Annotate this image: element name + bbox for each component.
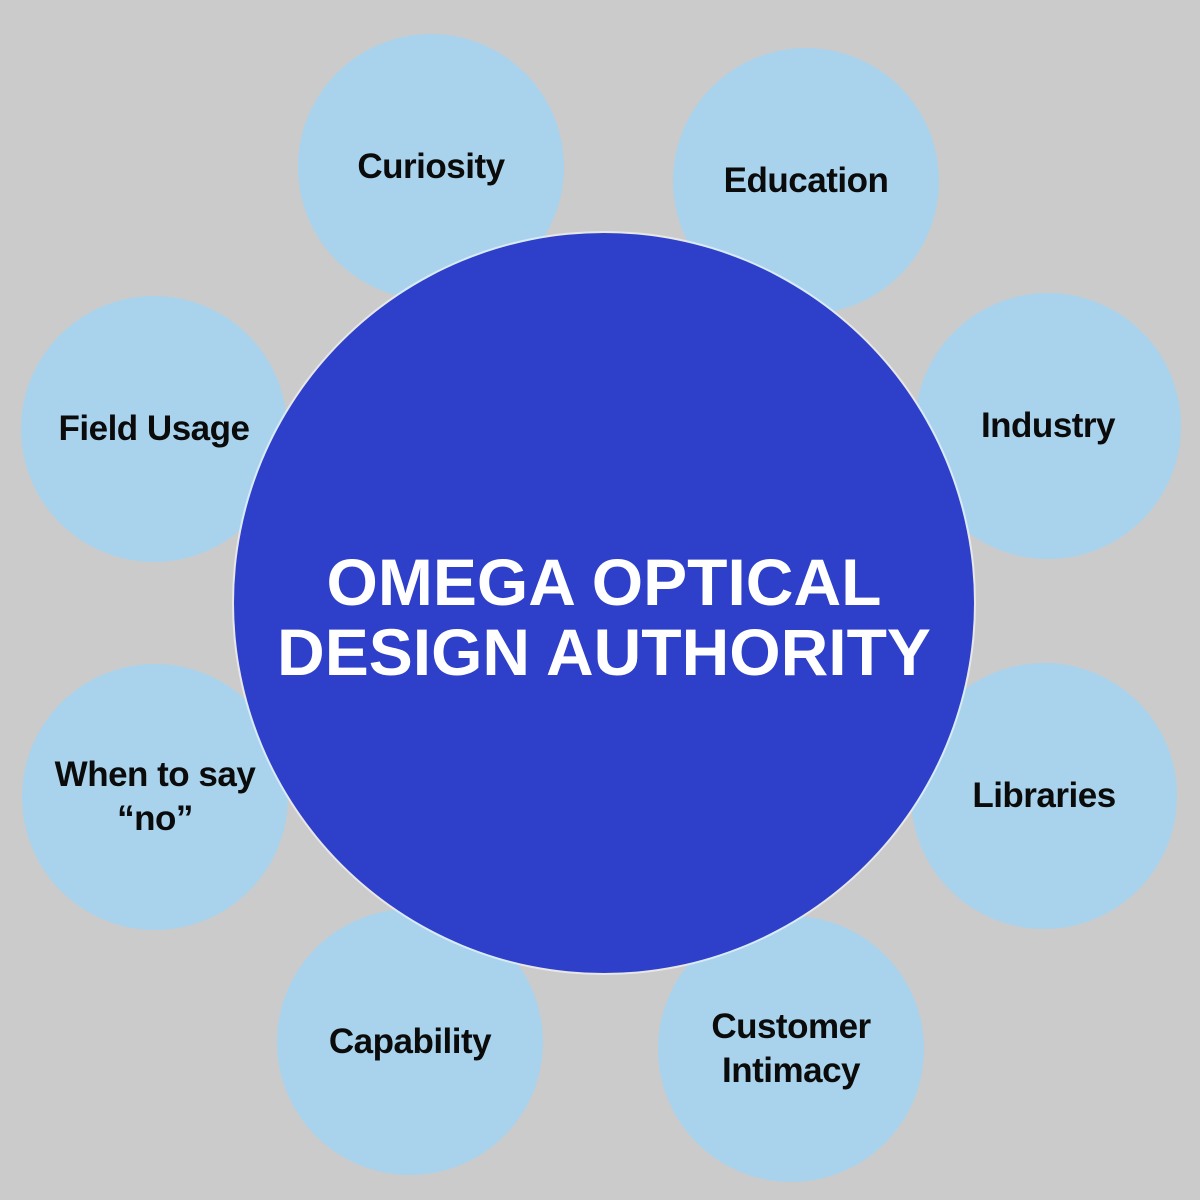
satellite-circle-customer-intimacy: Customer Intimacy — [658, 916, 924, 1182]
satellite-circle-curiosity: Curiosity — [298, 34, 564, 300]
center-title-line-2: DESIGN AUTHORITY — [277, 615, 931, 689]
satellite-label-industry: Industry — [980, 405, 1116, 445]
center-title-line-1: OMEGA OPTICAL — [326, 545, 882, 619]
satellite-circle-when-to-say-no: When to say “no” — [22, 664, 288, 930]
center-title: OMEGA OPTICAL DESIGN AUTHORITY — [277, 547, 931, 687]
satellite-label-field-usage: Field Usage — [58, 408, 250, 448]
satellite-label-customer-intimacy: Customer Intimacy — [711, 1006, 871, 1090]
satellite-label-curiosity: Curiosity — [357, 146, 505, 186]
satellite-label-libraries: Libraries — [972, 775, 1116, 815]
satellite-circle-field-usage: Field Usage — [21, 296, 287, 562]
center-circle: OMEGA OPTICAL DESIGN AUTHORITY — [234, 233, 974, 973]
satellite-label-capability: Capability — [328, 1021, 492, 1061]
satellite-label-education: Education — [723, 160, 889, 200]
satellite-label-when-to-say-no: When to say “no” — [54, 754, 256, 838]
